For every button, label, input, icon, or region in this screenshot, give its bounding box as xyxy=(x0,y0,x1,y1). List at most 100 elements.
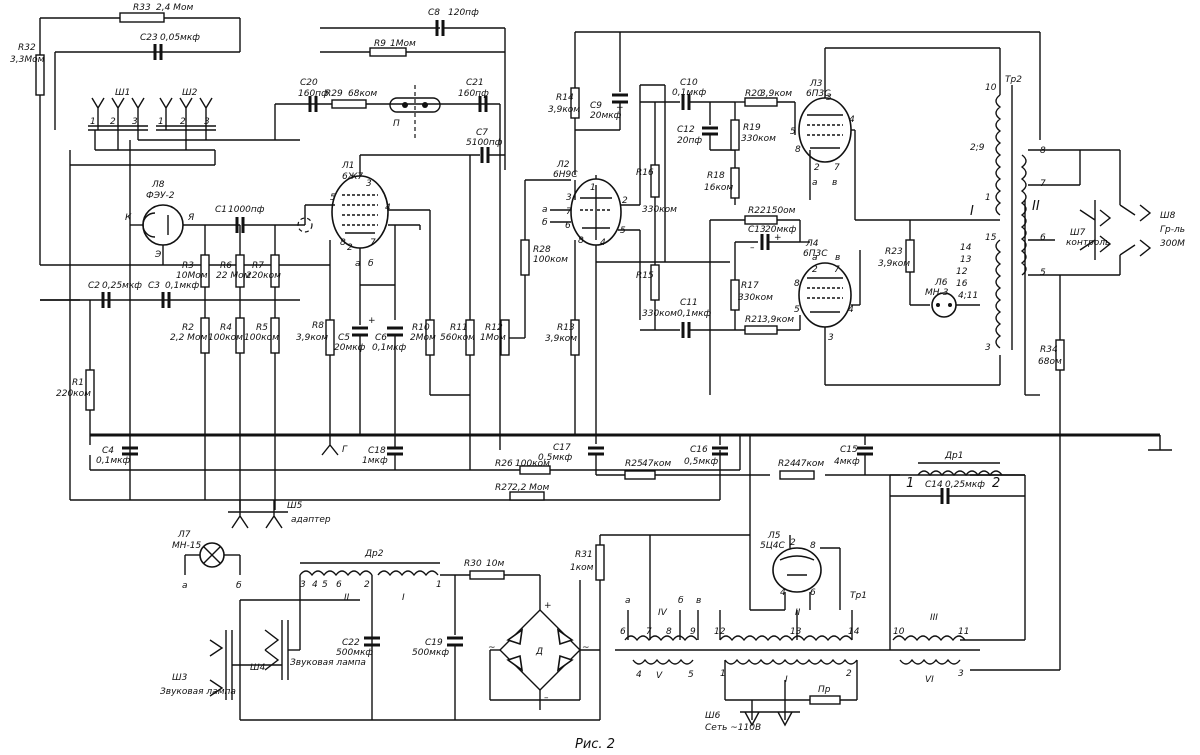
jack-Sh6[interactable] xyxy=(740,680,800,727)
svg-text:C21: C21 xyxy=(466,78,484,88)
svg-text:0,5мкф: 0,5мкф xyxy=(684,457,719,467)
svg-text:C4: C4 xyxy=(102,446,114,456)
svg-text:R29: R29 xyxy=(325,89,343,99)
svg-text:3: 3 xyxy=(958,669,964,679)
svg-text:R30: R30 xyxy=(464,559,482,569)
svg-text:Др1: Др1 xyxy=(944,451,963,461)
svg-text:в: в xyxy=(835,253,840,263)
svg-text:C16: C16 xyxy=(690,445,708,455)
svg-text:16: 16 xyxy=(956,279,968,289)
svg-text:R11: R11 xyxy=(450,323,468,333)
jack-Sh5[interactable] xyxy=(228,500,288,529)
svg-text:R22: R22 xyxy=(748,206,766,216)
svg-text:5: 5 xyxy=(794,305,800,315)
svg-text:1: 1 xyxy=(590,183,596,193)
resistor-R5 xyxy=(270,317,280,354)
svg-text:C10: C10 xyxy=(680,78,698,88)
svg-text:100ком: 100ком xyxy=(208,333,243,343)
svg-text:8: 8 xyxy=(340,238,346,248)
svg-text:5: 5 xyxy=(688,670,694,680)
svg-text:330ком: 330ком xyxy=(741,134,776,144)
jack-Sh7[interactable] xyxy=(1079,150,1112,260)
svg-text:6: 6 xyxy=(336,580,342,590)
svg-text:C7: C7 xyxy=(476,128,488,138)
svg-text:10: 10 xyxy=(985,83,997,93)
resistor-R19 xyxy=(730,119,740,151)
tube-L4 xyxy=(798,262,852,328)
svg-text:R10: R10 xyxy=(412,323,430,333)
svg-text:3: 3 xyxy=(204,117,210,127)
svg-text:+: + xyxy=(774,233,782,243)
svg-text:1: 1 xyxy=(90,117,96,127)
svg-text:II: II xyxy=(344,593,350,603)
svg-text:6П3С: 6П3С xyxy=(803,249,828,259)
svg-text:C15: C15 xyxy=(840,445,858,455)
jack-Sh1[interactable] xyxy=(88,97,148,131)
photocell-L8-label: Л8 xyxy=(151,180,165,190)
resistor-R9 xyxy=(369,47,407,57)
svg-text:10Мом: 10Мом xyxy=(176,271,208,281)
resistor-R29 xyxy=(331,99,367,109)
svg-text:2Мом: 2Мом xyxy=(410,333,436,343)
resistor-R27 xyxy=(509,491,545,501)
capacitor-C1-value: 1000пф xyxy=(228,205,265,215)
resistor-R20 xyxy=(744,97,778,107)
svg-text:11: 11 xyxy=(958,627,969,637)
svg-text:C19: C19 xyxy=(425,638,443,648)
svg-text:Л4: Л4 xyxy=(805,239,819,249)
svg-text:2: 2 xyxy=(622,196,628,206)
jack-Sh1-label: Ш1 xyxy=(115,88,130,98)
resistor-R33 xyxy=(119,12,165,23)
svg-text:1: 1 xyxy=(720,669,726,679)
svg-text:4: 4 xyxy=(848,305,854,315)
svg-text:б: б xyxy=(368,259,374,269)
svg-text:5: 5 xyxy=(330,193,336,203)
svg-text:0,25мкф: 0,25мкф xyxy=(945,480,985,490)
svg-text:+: + xyxy=(544,601,552,611)
svg-text:Ш8: Ш8 xyxy=(1160,211,1176,221)
svg-text:б: б xyxy=(678,596,684,606)
svg-text:а: а xyxy=(182,581,188,591)
svg-text:6П3С: 6П3С xyxy=(806,89,831,99)
svg-text:Я: Я xyxy=(187,213,194,223)
svg-text:R4: R4 xyxy=(220,323,232,333)
svg-text:68ком: 68ком xyxy=(348,89,377,99)
svg-text:R24: R24 xyxy=(778,459,796,469)
resistor-R24 xyxy=(779,470,815,480)
jack-Sh8[interactable] xyxy=(1119,150,1152,275)
svg-text:Г: Г xyxy=(342,445,348,455)
svg-text:C18: C18 xyxy=(368,446,386,456)
svg-text:R25: R25 xyxy=(625,459,643,469)
resistor-R26 xyxy=(519,465,551,475)
svg-text:2;9: 2;9 xyxy=(970,143,985,153)
svg-text:9: 9 xyxy=(690,627,696,637)
svg-text:Л7: Л7 xyxy=(177,530,191,540)
svg-text:R9: R9 xyxy=(374,39,386,49)
svg-text:R13: R13 xyxy=(557,323,575,333)
svg-text:20пф: 20пф xyxy=(677,136,702,146)
svg-text:C9: C9 xyxy=(590,101,602,111)
svg-text:10м: 10м xyxy=(486,559,504,569)
svg-text:13: 13 xyxy=(960,255,972,265)
figure-caption: Рис. 2 xyxy=(575,737,615,752)
svg-text:Тр1: Тр1 xyxy=(850,591,867,601)
transformer-Tr1-IV xyxy=(624,635,698,642)
svg-text:500мкф: 500мкф xyxy=(412,648,449,658)
svg-text:14: 14 xyxy=(848,627,860,637)
svg-text:–: – xyxy=(544,693,549,703)
svg-text:8: 8 xyxy=(794,279,800,289)
svg-text:R31: R31 xyxy=(575,550,593,560)
svg-text:3,9ком: 3,9ком xyxy=(760,89,792,99)
svg-text:8: 8 xyxy=(666,627,672,637)
resistor-R30 xyxy=(469,570,505,580)
svg-text:2,2 Мом: 2,2 Мом xyxy=(512,483,549,493)
jack-Sh4[interactable] xyxy=(264,620,289,680)
svg-text:Тр2: Тр2 xyxy=(1005,75,1022,85)
svg-text:47ком: 47ком xyxy=(795,459,824,469)
svg-text:160пф: 160пф xyxy=(298,89,329,99)
svg-text:16ком: 16ком xyxy=(704,183,733,193)
switch-P[interactable] xyxy=(389,97,441,113)
svg-text:R26: R26 xyxy=(495,459,513,469)
svg-text:7: 7 xyxy=(566,207,572,217)
